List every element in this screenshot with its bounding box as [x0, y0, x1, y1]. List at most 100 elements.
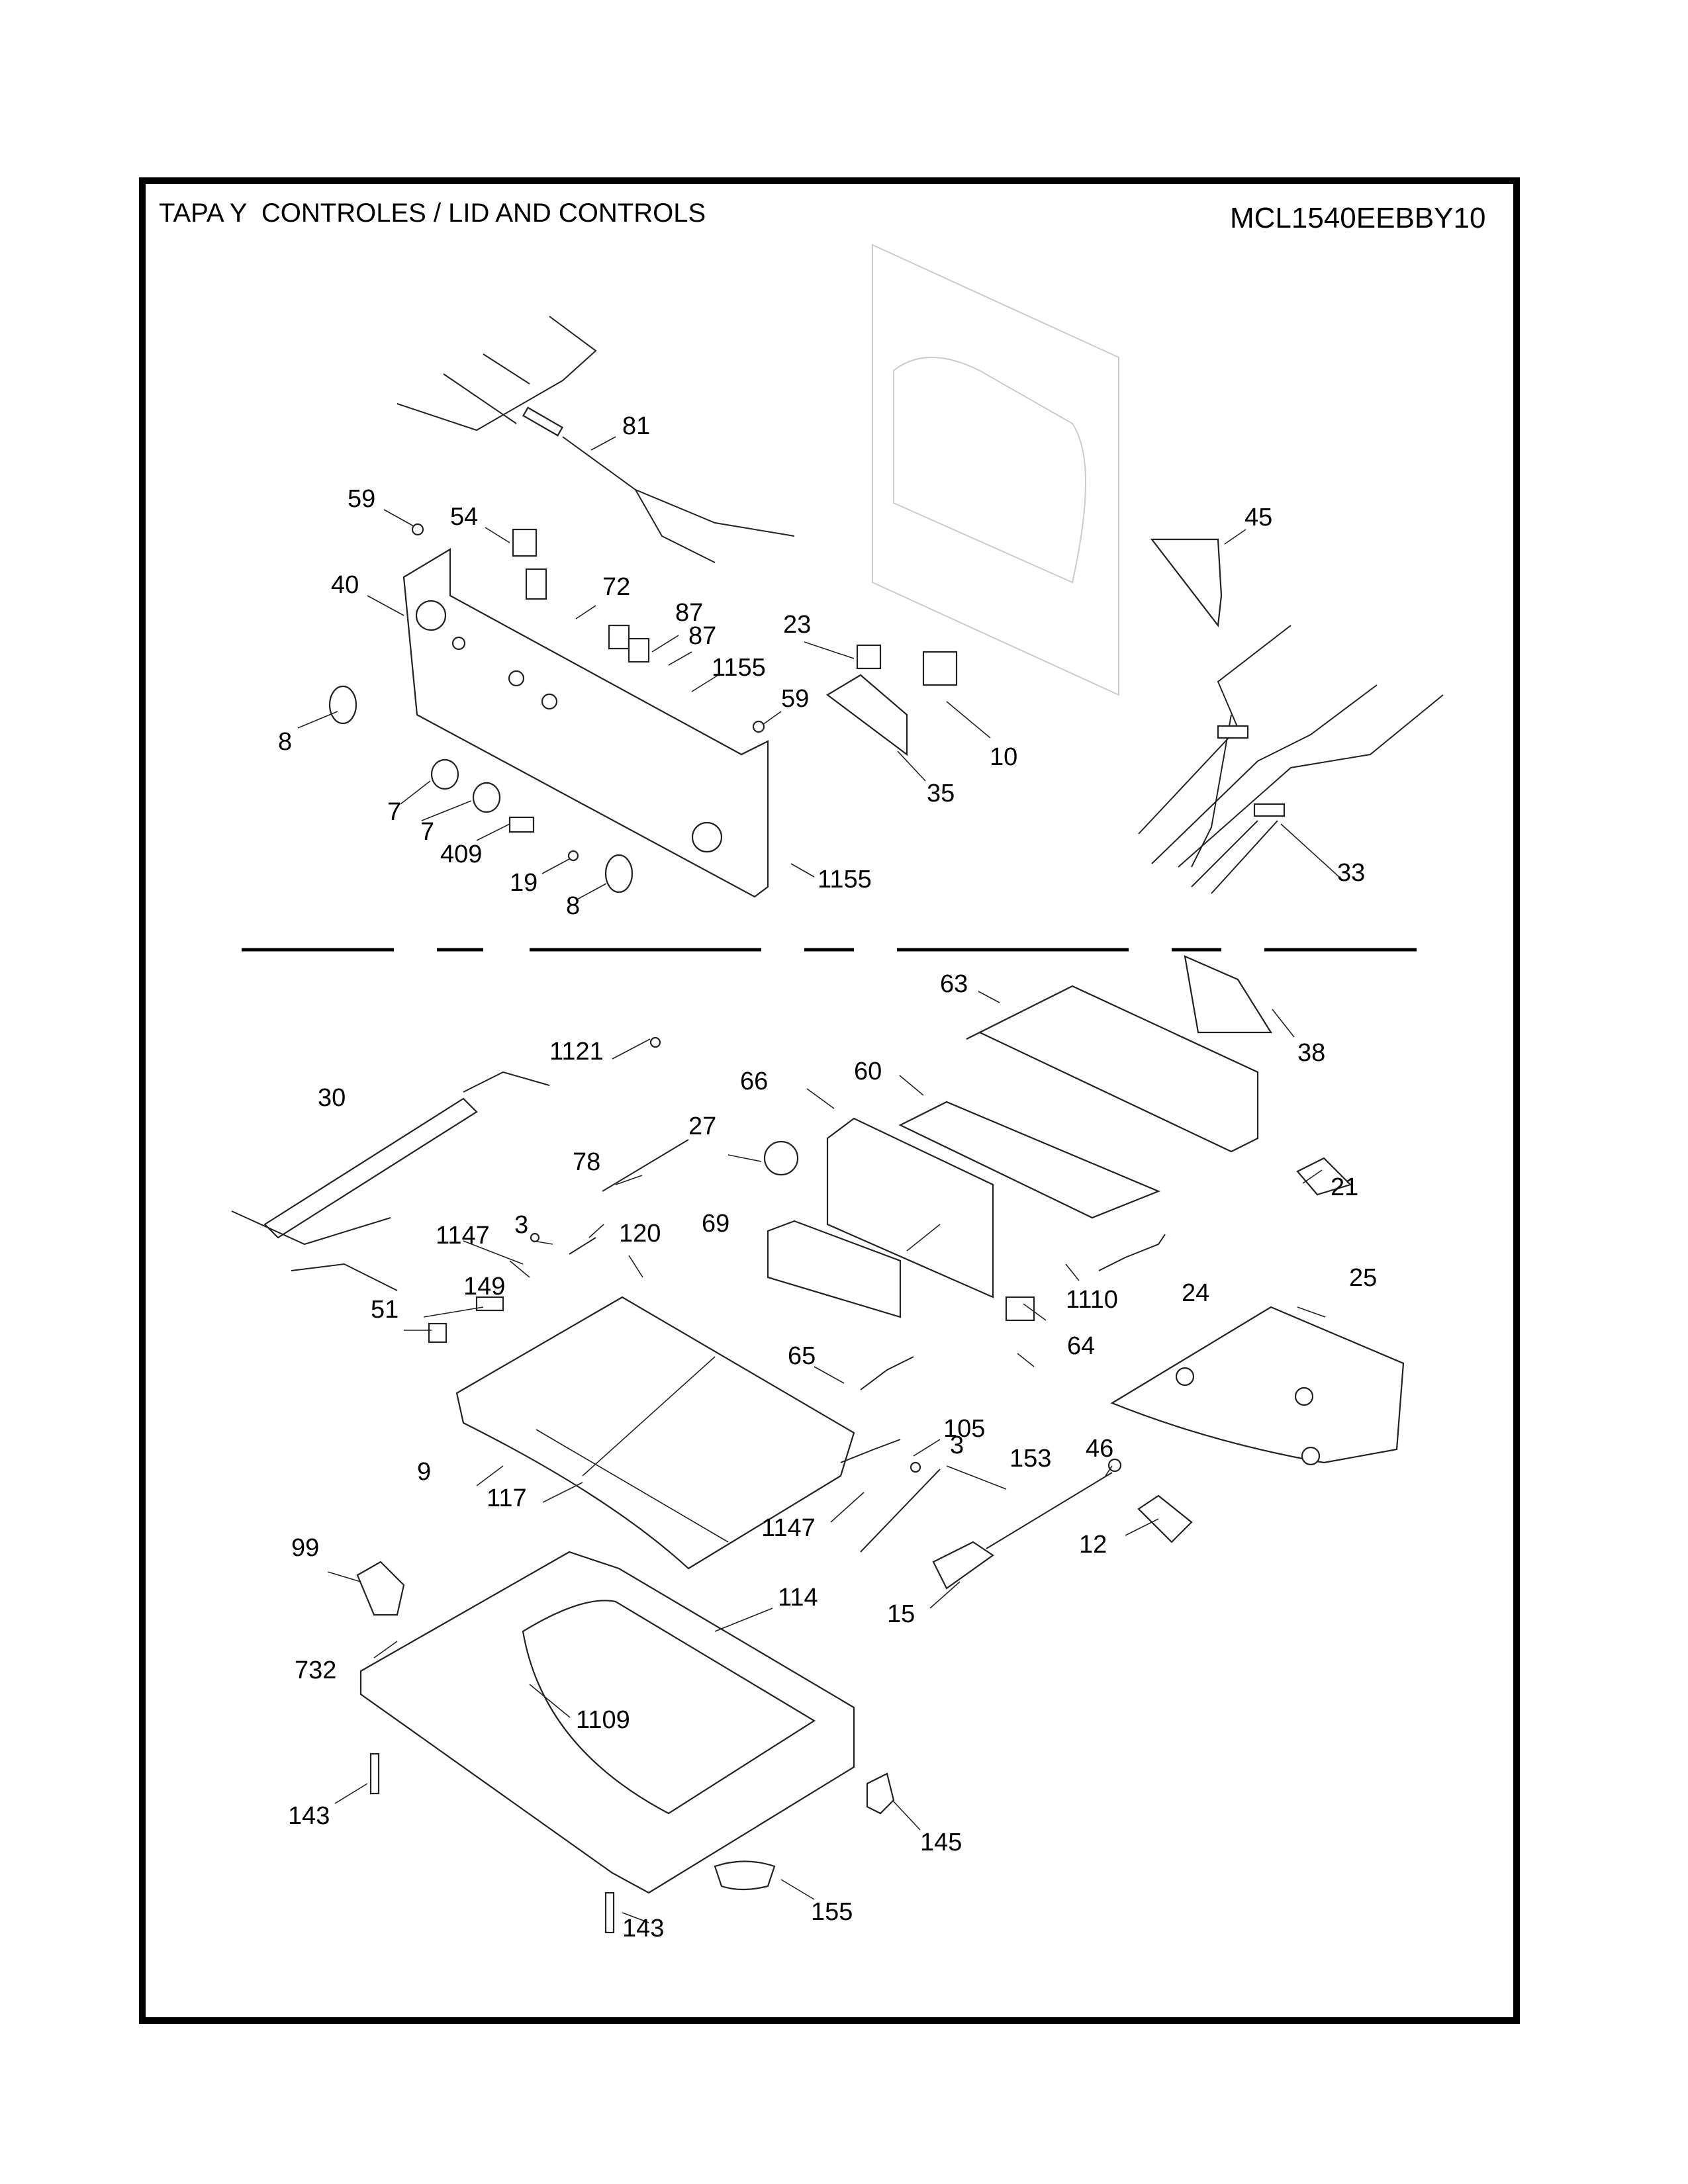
callout-72: 72 [602, 573, 631, 601]
diagram-title: TAPA Y CONTROLES / LID AND CONTROLS [159, 199, 706, 228]
knob-8a [328, 685, 357, 725]
callout-45: 45 [1244, 504, 1273, 531]
mid-lower-parts [840, 1356, 1193, 1590]
callout-59: 59 [781, 685, 810, 713]
callout-8: 8 [566, 892, 581, 920]
part-114-top-cover [359, 1551, 855, 1894]
nut-3b [910, 1461, 921, 1473]
callout-38: 38 [1297, 1039, 1326, 1067]
part-99-lid-lock [356, 1561, 405, 1616]
callout-7: 7 [420, 818, 435, 846]
part-117-lid [455, 1296, 855, 1570]
callout-21: 21 [1331, 1173, 1359, 1201]
callout-99: 99 [291, 1534, 320, 1562]
callout-9: 9 [417, 1458, 432, 1486]
sensor-harness-24 [1098, 1234, 1166, 1271]
part-30-main-harness [231, 1071, 550, 1291]
callout-65: 65 [788, 1342, 816, 1370]
cover-45 [1150, 538, 1223, 627]
callout-153: 153 [1009, 1445, 1052, 1473]
led-19 [567, 850, 579, 862]
plug-59a [411, 523, 424, 536]
cabinet-ghost [872, 244, 1119, 696]
model-number: MCL1540EEBBY10 [1230, 202, 1486, 234]
bracket-35 [826, 674, 908, 756]
switches [512, 528, 1223, 756]
screw-1121 [649, 1036, 661, 1048]
part-25-inlet-assembly [1110, 1306, 1405, 1466]
lock-rod-105 [840, 1439, 901, 1463]
callout-155: 155 [811, 1898, 853, 1926]
leader-lines [297, 436, 1340, 1923]
part-40-control-panel [402, 548, 769, 898]
timer-10 [922, 651, 958, 686]
callout-1109: 1109 [576, 1706, 630, 1734]
housing-66 [826, 1117, 994, 1298]
callout-8: 8 [278, 728, 293, 756]
callout-117: 117 [487, 1484, 527, 1512]
callout-69: 69 [702, 1210, 730, 1238]
control-box-63 [966, 985, 1259, 1153]
insulator-60 [898, 1101, 1160, 1219]
callout-1110: 1110 [1066, 1286, 1118, 1314]
callout-25: 25 [1349, 1264, 1378, 1292]
callout-1121: 1121 [549, 1038, 604, 1066]
callout-40: 40 [331, 571, 359, 599]
callout-732: 732 [295, 1657, 337, 1684]
bracket-145 [866, 1772, 895, 1815]
diagram-frame [139, 177, 1520, 2024]
callout-1155: 1155 [712, 654, 766, 682]
hose [986, 1472, 1113, 1549]
knob-7a [430, 758, 459, 790]
callout-409: 409 [440, 841, 483, 868]
callout-114: 114 [778, 1584, 818, 1612]
callout-7: 7 [387, 798, 402, 826]
callout-81: 81 [622, 412, 651, 440]
hinge-143b [604, 1891, 615, 1934]
callout-1155: 1155 [818, 866, 872, 893]
callout-63: 63 [940, 970, 968, 998]
callout-64: 64 [1067, 1332, 1096, 1360]
callout-87: 87 [688, 622, 717, 650]
cover-38 [1184, 955, 1272, 1034]
callout-105: 105 [943, 1415, 986, 1443]
callout-3: 3 [514, 1211, 529, 1239]
switch-23 [856, 644, 882, 670]
hinge-143a [369, 1752, 380, 1795]
callout-15: 15 [887, 1600, 915, 1628]
callout-19: 19 [510, 869, 538, 897]
hinges-handle [369, 1752, 895, 1934]
callout-30: 30 [318, 1084, 346, 1112]
lower-upper-parts [763, 955, 1352, 1322]
actuator-51 [428, 1322, 447, 1343]
rod-120 [569, 1237, 596, 1255]
callout-66: 66 [740, 1068, 769, 1095]
callout-78: 78 [573, 1148, 601, 1176]
callout-10: 10 [990, 743, 1018, 771]
callout-23: 23 [783, 611, 812, 639]
part-33-wire-harness [1138, 625, 1444, 894]
pressure-switch-27 [763, 1140, 799, 1176]
board-69 [767, 1220, 902, 1318]
valve-12 [1137, 1494, 1193, 1543]
clamp-46 [1107, 1458, 1122, 1473]
dispenser-15 [932, 1541, 994, 1590]
callout-54: 54 [450, 503, 479, 531]
callout-120: 120 [619, 1220, 661, 1248]
callout-87: 87 [675, 599, 704, 627]
nut-3a [530, 1232, 540, 1243]
badge-409 [508, 816, 535, 833]
callout-46: 46 [1086, 1435, 1114, 1463]
spring-153 [860, 1469, 941, 1553]
part-81-wire-harness [397, 316, 795, 563]
callout-51: 51 [371, 1296, 399, 1324]
callout-24: 24 [1182, 1279, 1210, 1307]
connector-65 [860, 1356, 914, 1390]
callout-33: 33 [1337, 859, 1366, 887]
callout-60: 60 [854, 1058, 882, 1085]
plug-59b [752, 720, 765, 733]
callout-3: 3 [950, 1432, 964, 1459]
knobs [328, 523, 765, 893]
callout-143: 143 [622, 1915, 665, 1942]
